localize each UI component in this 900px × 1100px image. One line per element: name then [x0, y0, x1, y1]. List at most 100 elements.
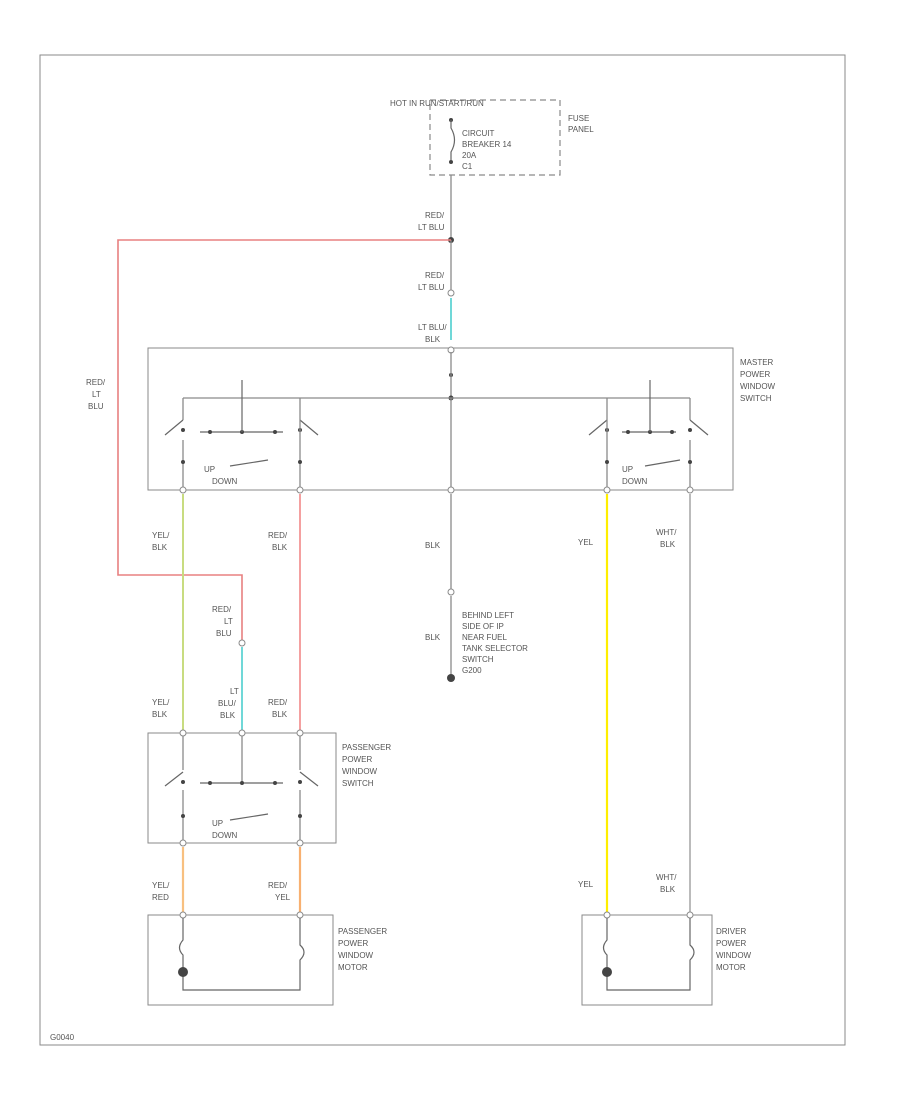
red-ltblu-long-wire	[117, 239, 451, 640]
drv-motor-label-2: POWER	[716, 939, 746, 948]
pass-sw-label-2: POWER	[342, 755, 372, 764]
master-label-1: MASTER	[740, 358, 774, 367]
plt-blu-label-3: BLK	[220, 711, 236, 720]
left-sw-pole-a	[164, 419, 184, 436]
pass-sw-mid-dot-3	[273, 781, 277, 785]
ground-label-1: BEHIND LEFT	[462, 611, 514, 620]
pass-sw-dot-d	[298, 814, 302, 818]
red-blk-label-2: BLK	[272, 543, 288, 552]
blk-lower-label: BLK	[425, 633, 441, 642]
left-sw-pole-b	[299, 419, 319, 436]
pred-blk-label-2: BLK	[272, 710, 288, 719]
pass-motor-label-4: MOTOR	[338, 963, 368, 972]
wht-blk-low-label-2: BLK	[660, 885, 676, 894]
circuit-breaker-label-4: C1	[462, 162, 473, 171]
left-wire-label-2: LT	[92, 390, 101, 399]
right-sw-dot-b	[688, 428, 692, 432]
diagram-frame	[39, 54, 846, 1046]
drv-motor-term-2	[686, 911, 694, 919]
left-wire-label-1: RED/	[86, 378, 106, 387]
red-yel-label-1: RED/	[268, 881, 288, 890]
pass-feed-connector	[238, 639, 246, 647]
pyel-blk-label-2: BLK	[152, 710, 168, 719]
red-ltblu-top-label-1: RED/	[425, 211, 445, 220]
wht-blk-label-2: BLK	[660, 540, 676, 549]
ground-point-icon	[447, 674, 455, 682]
red-ltblu-top-label-2: LT BLU	[418, 223, 445, 232]
plt-blu-label-2: BLU/	[218, 699, 237, 708]
circuit-breaker-label-1: CIRCUIT	[462, 129, 495, 138]
pass-sw-label-3: WINDOW	[342, 767, 378, 776]
driver-motor-box	[581, 914, 713, 1006]
pred-blk-label-1: RED/	[268, 698, 288, 707]
right-sw-mid-dot-1	[626, 430, 630, 434]
pass-sw-dot-b	[298, 780, 302, 784]
red-ltblu-mid-label-2: LT BLU	[418, 283, 445, 292]
right-sw-dot-d	[688, 460, 692, 464]
passenger-motor-box	[147, 914, 334, 1006]
down-pass-label: DOWN	[212, 831, 238, 840]
ground-label-6: G200	[462, 666, 482, 675]
drv-motor-label-3: WINDOW	[716, 951, 752, 960]
pass-term-bottom-1	[179, 839, 187, 847]
pass-motor-term-2	[296, 911, 304, 919]
left-wire-label-3: BLU	[88, 402, 104, 411]
ground-label-5: SWITCH	[462, 655, 494, 664]
pass-sw-mid-dot-1	[208, 781, 212, 785]
master-term-2	[296, 486, 304, 494]
right-sw-dot-c	[605, 460, 609, 464]
pass-red-label-3: BLU	[216, 629, 232, 638]
fuse-panel-label-1: FUSE	[568, 114, 589, 123]
circuit-breaker-label-2: BREAKER 14	[462, 140, 512, 149]
drv-motor-label-1: DRIVER	[716, 927, 746, 936]
pass-motor-term-1	[179, 911, 187, 919]
down-left-label: DOWN	[212, 477, 238, 486]
pass-red-label-1: RED/	[212, 605, 232, 614]
pass-red-label-2: LT	[224, 617, 233, 626]
wht-blk-low-label-1: WHT/	[656, 873, 677, 882]
pass-sw-pole-a	[164, 771, 184, 787]
drv-motor-winding	[602, 918, 695, 991]
pass-motor-winding	[178, 918, 305, 991]
pass-motor-icon	[178, 967, 188, 977]
wht-blk-label-1: WHT/	[656, 528, 677, 537]
up-left-label: UP	[204, 465, 215, 474]
yel-red-label-2: RED	[152, 893, 169, 902]
ground-label-3: NEAR FUEL	[462, 633, 507, 642]
pass-sw-dot-c	[181, 814, 185, 818]
drv-motor-icon	[602, 967, 612, 977]
ground-label-4: TANK SELECTOR	[462, 644, 528, 653]
breaker-symbol	[450, 120, 456, 160]
breaker-terminal-bottom	[449, 160, 453, 164]
master-label-3: WINDOW	[740, 382, 776, 391]
red-blk-label-1: RED/	[268, 531, 288, 540]
pass-motor-label-1: PASSENGER	[338, 927, 387, 936]
master-switch-box	[147, 347, 734, 491]
ground-label-2: SIDE OF IP	[462, 622, 504, 631]
pass-sw-label-1: PASSENGER	[342, 743, 391, 752]
pass-motor-label-2: POWER	[338, 939, 368, 948]
right-sw-pole-b	[689, 419, 709, 436]
drv-motor-label-4: MOTOR	[716, 963, 746, 972]
fuse-panel-box	[429, 99, 561, 176]
red-yel-label-2: YEL	[275, 893, 291, 902]
circuit-breaker-label-3: 20A	[462, 151, 477, 160]
master-label-4: SWITCH	[740, 394, 772, 403]
yel-lower-label: YEL	[578, 880, 594, 889]
pass-motor-label-3: WINDOW	[338, 951, 374, 960]
right-sw-updown-line	[644, 459, 681, 467]
master-term-4	[603, 486, 611, 494]
right-sw-mid-dot-3	[670, 430, 674, 434]
yel-red-label-1: YEL/	[152, 881, 170, 890]
pass-term-top-2	[238, 729, 246, 737]
ltblu-blk-label-1: LT BLU/	[418, 323, 447, 332]
ltblu-blk-label-2: BLK	[425, 335, 441, 344]
left-sw-dot-d	[298, 460, 302, 464]
master-term-3	[447, 486, 455, 494]
pass-sw-pole-b	[299, 771, 319, 787]
right-sw-pole-a	[588, 419, 608, 436]
hot-label: HOT IN RUN/START/RUN	[390, 99, 484, 108]
pass-term-bottom-2	[296, 839, 304, 847]
pyel-blk-label-1: YEL/	[152, 698, 170, 707]
